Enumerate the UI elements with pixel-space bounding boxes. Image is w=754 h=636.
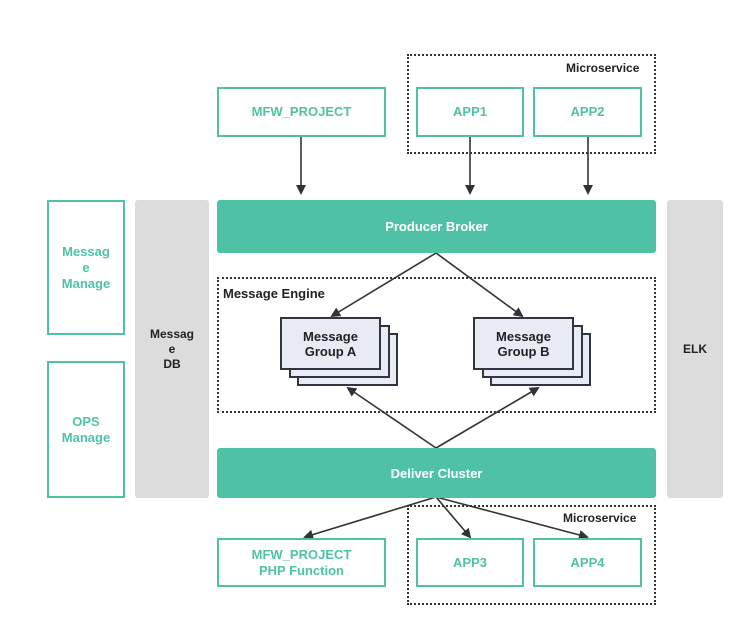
- mfw-project-label: MFW_PROJECT: [251, 104, 352, 119]
- message-db-line-2: e: [168, 341, 176, 356]
- message-manage-line-1: Messag: [62, 243, 110, 259]
- message-engine-label: Message Engine: [223, 286, 325, 301]
- ops-manage-line-2: Manage: [61, 429, 111, 445]
- arrow-deliver-to-mfw-php: [303, 496, 437, 540]
- app1-box: APP1: [416, 87, 524, 137]
- arrow-broker-to-group-b: [435, 252, 524, 318]
- elk-label: ELK: [683, 341, 707, 356]
- mfw-php-line-2: PHP Function: [259, 562, 344, 578]
- app4-label: APP4: [570, 554, 605, 570]
- group-a-line-1: Message: [303, 328, 358, 344]
- arrow-deliver-to-group-b: [435, 386, 540, 449]
- app1-label: APP1: [453, 104, 487, 119]
- mfw-php-line-1: MFW_PROJECT: [251, 546, 352, 562]
- arrow-deliver-to-group-a: [346, 386, 437, 449]
- app2-label: APP2: [570, 104, 605, 119]
- app2-box: APP2: [533, 87, 642, 137]
- producer-broker-bar: Producer Broker: [217, 200, 656, 253]
- microservice-bottom-label: Microservice: [563, 511, 637, 525]
- ops-manage-box: OPS Manage: [47, 361, 125, 498]
- message-group-b: Message Group B: [473, 317, 574, 370]
- producer-broker-label: Producer Broker: [385, 219, 488, 234]
- app3-label: APP3: [453, 554, 487, 570]
- message-manage-line-2: e: [82, 259, 90, 275]
- group-b-line-1: Message: [496, 328, 551, 344]
- group-a-line-2: Group A: [304, 343, 357, 359]
- app4-box: APP4: [533, 538, 642, 587]
- mfw-project-box: MFW_PROJECT: [217, 87, 386, 137]
- message-group-a: Message Group A: [280, 317, 381, 370]
- microservice-bottom-group: [407, 505, 656, 605]
- elk-column: ELK: [667, 200, 723, 498]
- group-b-line-2: Group B: [497, 343, 550, 359]
- message-manage-line-3: Manage: [61, 275, 111, 291]
- message-db-column: Messag e DB: [135, 200, 209, 498]
- deliver-cluster-bar: Deliver Cluster: [217, 448, 656, 498]
- message-manage-box: Messag e Manage: [47, 200, 125, 335]
- arrow-deliver-to-app4: [435, 496, 589, 540]
- ops-manage-line-1: OPS: [72, 413, 100, 429]
- message-db-line-3: DB: [163, 356, 181, 371]
- message-db-line-1: Messag: [149, 326, 195, 341]
- app3-box: APP3: [416, 538, 524, 587]
- deliver-cluster-label: Deliver Cluster: [390, 465, 483, 481]
- message-engine-group: [217, 277, 656, 413]
- microservice-top-group: [407, 54, 656, 154]
- microservice-top-label: Microservice: [566, 61, 640, 75]
- mfw-project-php-box: MFW_PROJECT PHP Function: [217, 538, 386, 587]
- arrow-deliver-to-app3: [435, 496, 472, 539]
- arrow-broker-to-group-a: [330, 252, 437, 318]
